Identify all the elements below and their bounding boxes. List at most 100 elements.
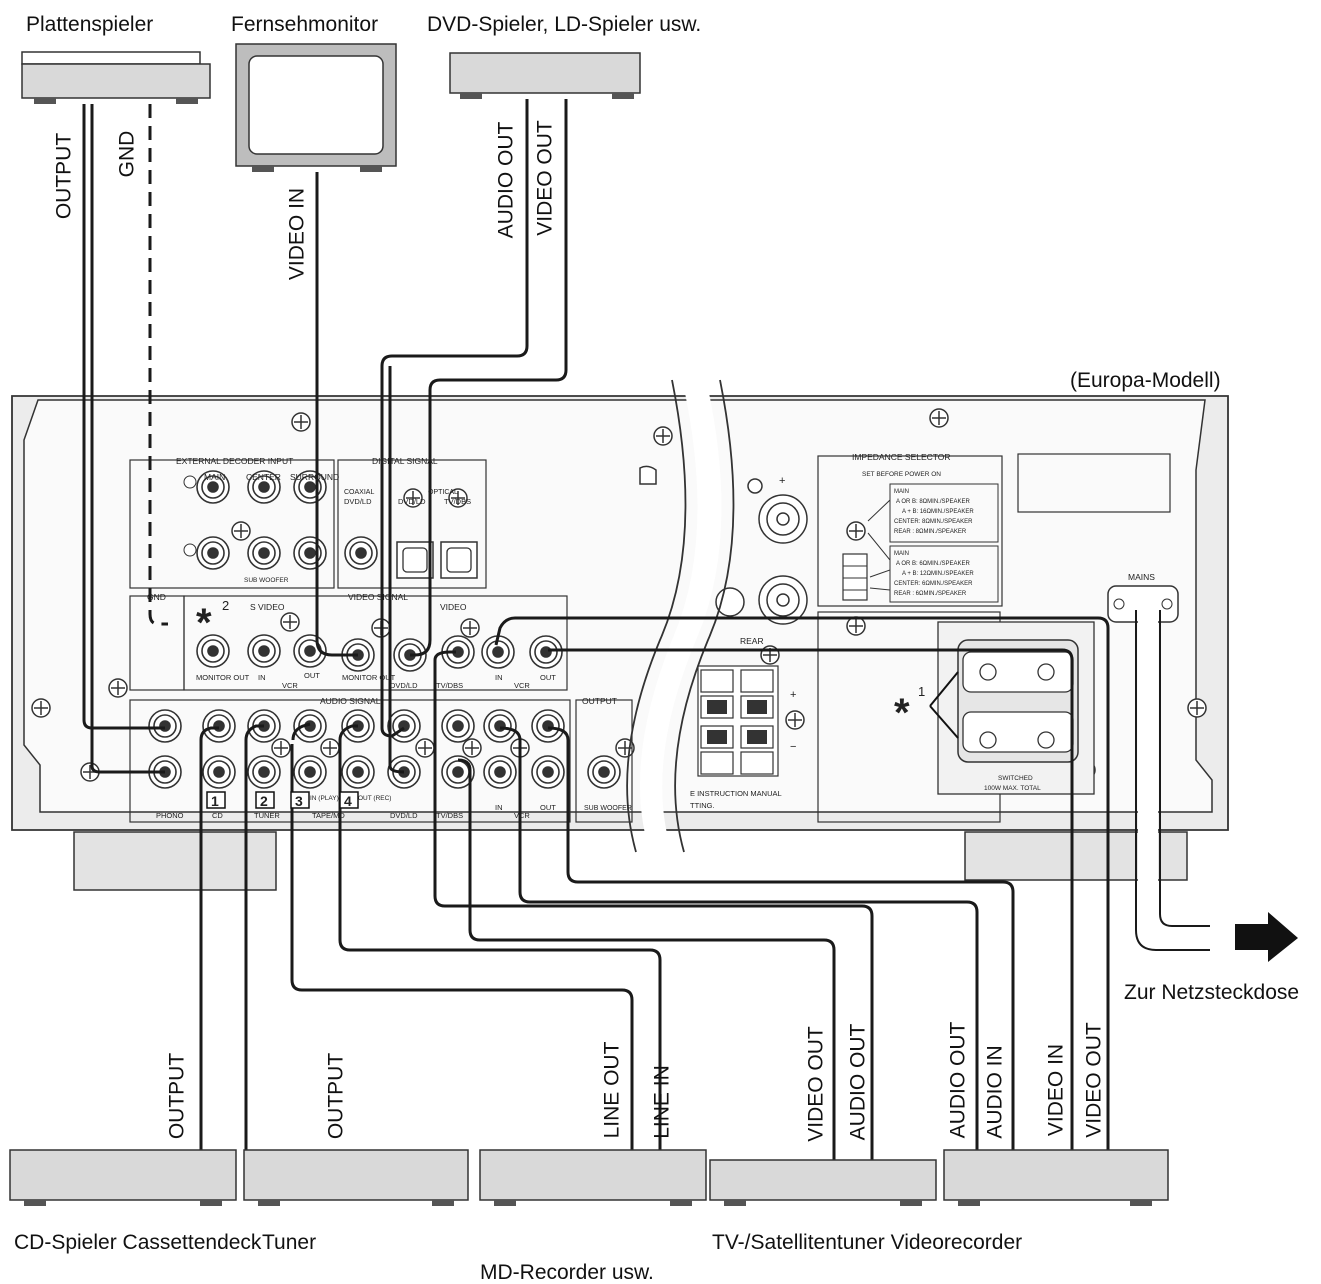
panel-impedance: IMPEDANCE SELECTOR [852,452,951,462]
md-recorder-device [479,1149,707,1206]
rca-jack [531,755,565,789]
receiver-rear-panel [11,395,1229,891]
vcr-audio-in-label: AUDIO IN [983,1045,1007,1139]
vcr-audio-out-label: AUDIO OUT [946,1021,970,1139]
asterisk-1: * [894,691,910,735]
imp2-4: REAR : 6ΩMIN./SPEAKER [894,591,967,597]
panel-monitor-out-v: MONITOR OUT [342,673,396,682]
tv-video-in-label: VIDEO IN [285,187,309,281]
imp1-4: REAR : 8ΩMIN./SPEAKER [894,529,967,535]
num-box-2: 2 [260,793,268,809]
panel-audio-tv: TV/DBS [436,811,463,820]
rca-jack [202,755,236,789]
turntable-output-label: OUTPUT [52,132,76,220]
panel-surround: SURROUND [290,472,339,482]
panel-break [626,379,735,853]
rca-jack [196,536,230,570]
panel-main: MAIN [204,472,225,482]
turntable-device [21,51,211,104]
panel-vcr-a: VCR [514,811,530,820]
panel-labels: EXTERNAL DECODER INPUT MAIN CENTER SURRO… [147,452,1155,820]
cables [82,99,1210,1160]
vcr-video-in-label: VIDEO IN [1044,1043,1068,1137]
panel-video-signal: VIDEO SIGNAL [348,592,408,602]
panel-audio-in: IN [495,803,503,812]
panel-coax-dvd: DVD/LD [344,497,372,506]
vcr-video-out-label: VIDEO OUT [1082,1022,1106,1138]
rca-jack [483,709,517,743]
panel-plus-sp: + [790,689,796,701]
dvd-video-out-label: VIDEO OUT [533,120,557,236]
panel-set-before: SET BEFORE POWER ON [862,471,941,478]
num-box-1: 1 [211,793,219,809]
rca-jack [341,755,375,789]
panel-audio-dvd: DVD/LD [390,811,418,820]
panel-center: CENTER [246,472,281,482]
rca-jack [393,638,427,672]
panel-phono: PHONO [156,811,184,820]
panel-minus-sp: − [790,741,796,753]
channel-marker-icon [183,475,197,489]
rca-jack [483,755,517,789]
num-box-3: 3 [295,793,303,809]
model-note: (Europa-Modell) [1070,369,1221,392]
dvd-player-label: DVD-Spieler, LD-Spieler usw. [427,13,702,36]
imp1-2: A + B: 16ΩMIN./SPEAKER [902,509,974,515]
input-number-boxes: 1 2 3 4 [206,791,359,809]
md-line-out-label: LINE OUT [600,1041,624,1139]
imp2-3: CENTER: 6ΩMIN./SPEAKER [894,581,973,587]
cassette-deck-device [243,1149,469,1206]
asterisk-2: * [196,601,212,645]
tuner-label: Tuner [262,1231,317,1254]
panel-cd: CD [212,811,223,820]
rca-jack [481,635,515,669]
panel-tting: TTING. [690,801,715,810]
panel-video-tv: TV/DBS [436,681,463,690]
power-cord-fill [1138,610,1208,948]
rca-jack [148,709,182,743]
cassette-output-label: OUTPUT [324,1052,348,1140]
panel-audio-signal: AUDIO SIGNAL [320,696,381,706]
panel-digital-signal: DIGITAL SIGNAL [372,456,438,466]
rca-jack [293,536,327,570]
panel-tape-md: TAPE/MD [312,811,345,820]
panel-s-video: S VIDEO [250,602,285,612]
panel-monitor-out-s: MONITOR OUT [196,673,250,682]
cd-cassette-label: CD-Spieler Cassettendeck [14,1231,262,1254]
impedance-text: MAIN A OR B: 8ΩMIN./SPEAKER A + B: 16ΩMI… [894,489,974,597]
rca-jack [441,755,475,789]
md-recorder-label: MD-Recorder usw. [480,1261,654,1284]
tuner-video-out-label: VIDEO OUT [804,1026,828,1142]
rca-jack [196,634,230,668]
md-line-in-label: LINE IN [650,1065,674,1139]
rca-jack [587,755,621,789]
panel-mains: MAINS [1128,572,1155,582]
panel-in-play: IN (PLAY) [310,795,339,802]
panel-coaxial: COAXIAL [344,489,374,496]
tuner-audio-out-label: AUDIO OUT [846,1023,870,1141]
panel-video-in: IN [495,673,503,682]
panel-sub-woofer: SUB WOOFER [584,805,632,812]
panel-gnd: GND [147,592,166,602]
panel-vcr-v: VCR [514,681,530,690]
panel-out-rec: OUT (REC) [358,795,391,802]
imp1-3: CENTER: 8ΩMIN./SPEAKER [894,519,973,525]
panel-plus-top: + [779,475,785,487]
turntable-label: Plattenspieler [26,13,154,36]
rca-jack [247,755,281,789]
rca-jack [293,709,327,743]
rca-jack [531,709,565,743]
vcr-device [943,1149,1169,1206]
tv-sat-tuner-device [709,1159,937,1206]
screw-icon [31,408,1207,782]
panel-external-decoder: EXTERNAL DECODER INPUT [176,456,293,466]
panel-rear: REAR [740,636,764,646]
panel-switched-rating: 100W MAX. TOTAL [984,785,1041,792]
tv-monitor-device [235,43,397,172]
panel-optical: OPTICAL [428,489,458,496]
imp1-1: A OR B: 8ΩMIN./SPEAKER [896,499,971,505]
imp1-0: MAIN [894,489,909,495]
rca-jack [247,470,281,504]
rca-jack [196,470,230,504]
panel-video-out: OUT [540,673,556,682]
